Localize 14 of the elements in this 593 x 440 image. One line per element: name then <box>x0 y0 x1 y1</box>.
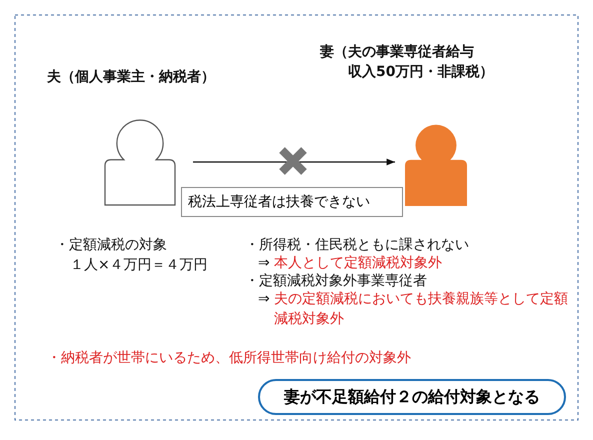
note-text: 本人として定額減税対象外 <box>274 254 442 273</box>
note-text: １人×４万円＝４万円 <box>70 256 208 275</box>
note-text: 夫の定額減税においても扶養親族等として定額減税対象外 <box>274 290 569 329</box>
note-box: 税法上専従者は扶養できない <box>181 187 403 217</box>
note-text: ⇒ <box>258 254 270 273</box>
note-text: ⇒ <box>258 290 270 309</box>
arrow <box>193 158 395 166</box>
result-pill: 妻が不足額給付２の給付対象となる <box>258 379 566 415</box>
note-text: ・所得税・住民税ともに課されない <box>245 236 469 255</box>
note-text: ・定額減税対象外事業専従者 <box>245 272 427 291</box>
note-text: ・納税者が世帯にいるため、低所得世帯向け給付の対象外 <box>47 349 411 368</box>
person-heading: 夫（個人事業主・納税者） <box>47 68 215 87</box>
note-text: ・定額減税の対象 <box>55 236 167 255</box>
person-heading: 妻（夫の事業専従者給与収入50万円・非課税） <box>320 43 494 82</box>
